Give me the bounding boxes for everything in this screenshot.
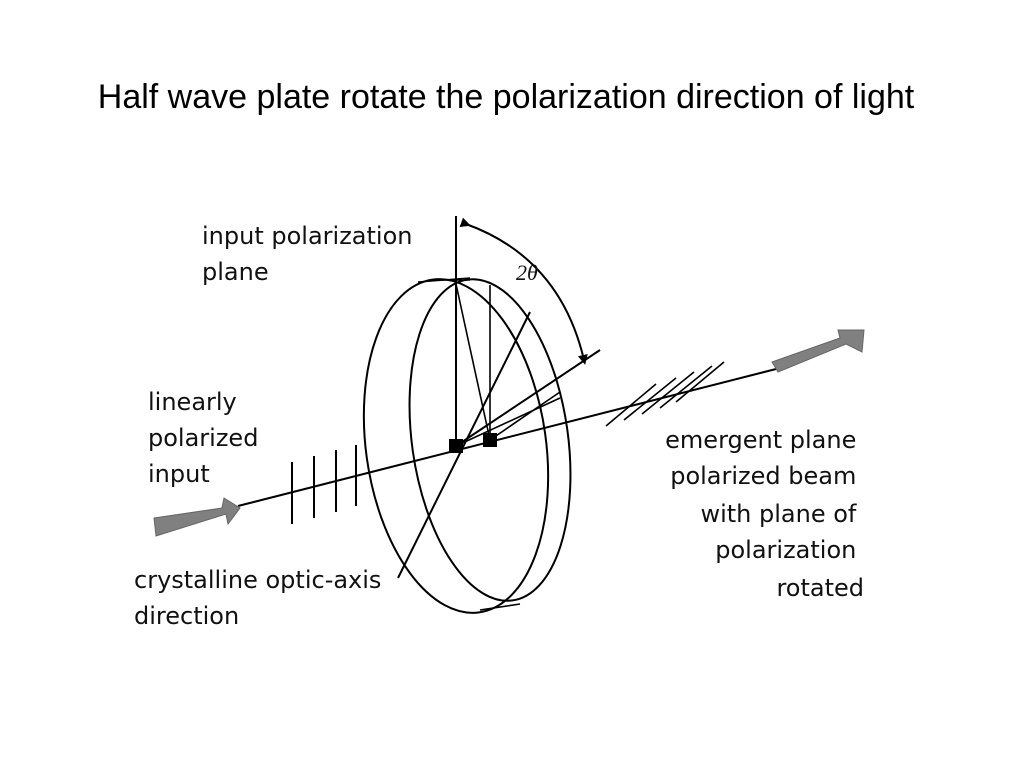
label-linearly-polarized-input: linearly polarized input <box>148 388 266 488</box>
construction-line-3 <box>455 397 561 447</box>
angle-label: 2θ <box>516 260 538 285</box>
rotated-polarization-line <box>455 349 601 447</box>
label-input-polarization-plane: input polarization plane <box>202 222 420 286</box>
plate-center-front <box>449 439 463 453</box>
plate-rim-bottom <box>479 603 521 611</box>
input-beam-arrow <box>153 497 241 537</box>
label-emergent-beam: emergent plane polarized beam with plane… <box>665 426 864 602</box>
output-polarization-ticks <box>605 361 725 427</box>
plate-center-back <box>483 433 497 447</box>
input-polarization-ticks <box>291 445 357 524</box>
plate-front-face <box>362 278 550 614</box>
optic-axis-line <box>397 311 531 579</box>
output-beam-arrow <box>771 329 865 373</box>
rotated-polarization-line-2 <box>489 391 561 441</box>
slide-title: Half wave plate rotate the polarization … <box>97 78 915 116</box>
angle-arc <box>459 217 588 365</box>
construction-line-2 <box>455 283 491 441</box>
label-optic-axis: crystalline optic-axis direction <box>134 566 389 630</box>
